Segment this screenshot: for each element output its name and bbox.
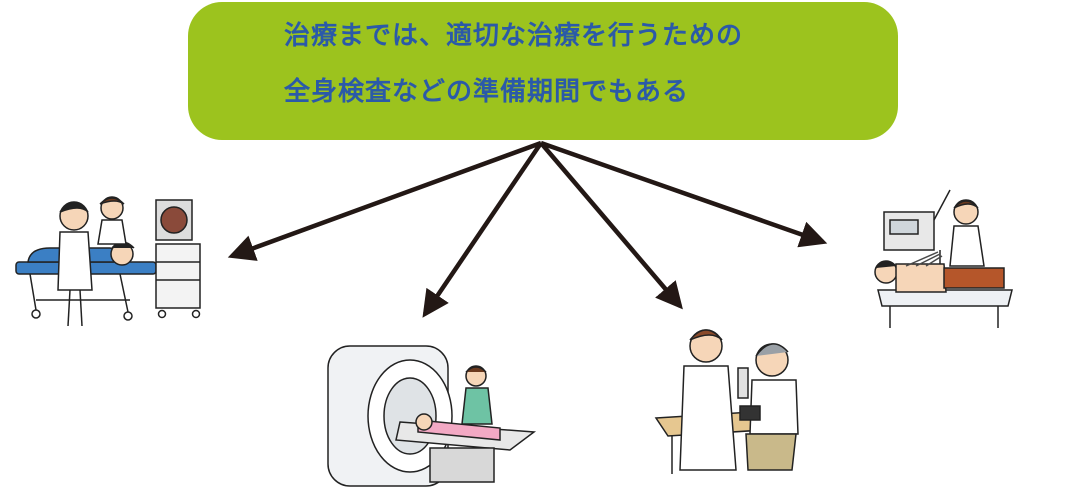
message-banner: 治療までは、適切な治療を行うための 全身検査などの準備期間でもある — [188, 2, 898, 140]
arrow-to-ecg — [540, 140, 828, 248]
endoscopy-illustration — [15, 196, 201, 327]
arrow-to-blood-pressure — [539, 141, 683, 310]
message-line-2: 全身検査などの準備期間でもある — [284, 77, 690, 107]
ecg-illustration — [874, 189, 1013, 328]
arrows — [227, 140, 828, 318]
arrow-to-mri — [422, 141, 543, 318]
blood-pressure-illustration — [654, 329, 799, 474]
arrow-to-endoscopy — [227, 140, 542, 261]
mri-illustration — [327, 345, 537, 487]
message-line-1: 治療までは、適切な治療を行うための — [284, 21, 744, 51]
